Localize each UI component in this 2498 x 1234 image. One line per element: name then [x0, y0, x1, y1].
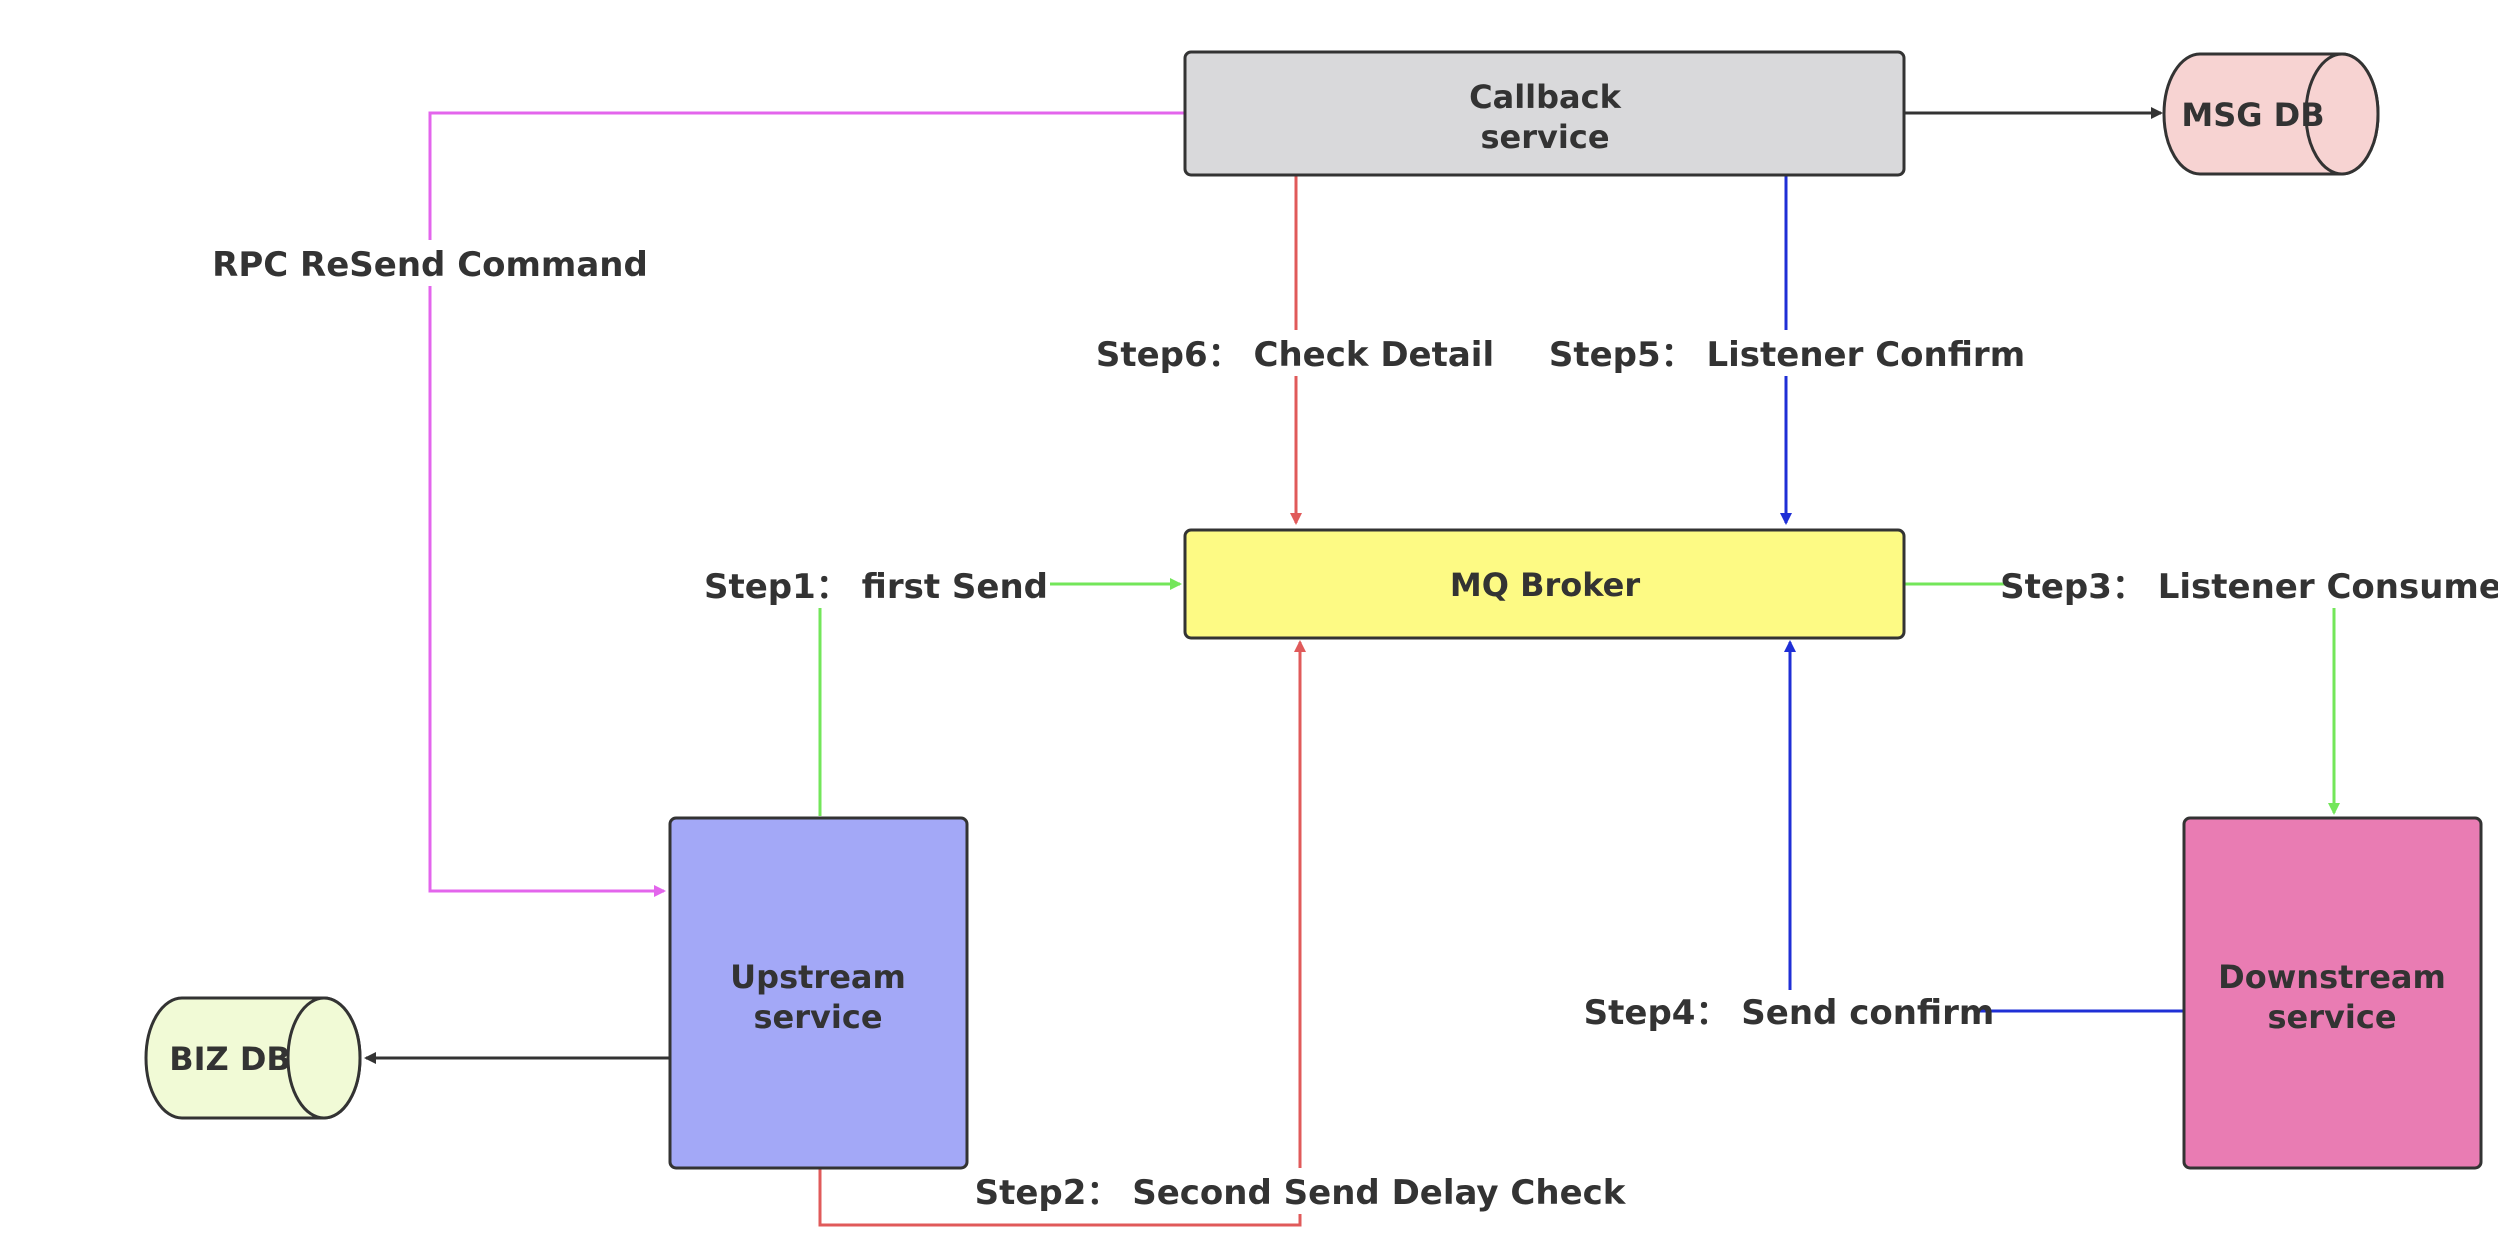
- step1-label-group: Step1： first Send: [700, 562, 1050, 608]
- upstream-service-label-line1: Upstream: [730, 958, 906, 996]
- step2-label: Step2： Second Send Delay Check: [975, 1173, 1627, 1213]
- upstream-service-node[interactable]: Upstream service: [668, 816, 969, 1170]
- msg-db-node[interactable]: MSG DB: [2162, 52, 2380, 176]
- step3-edge: [1904, 582, 2340, 815]
- step4-label-group: Step4： Send confirm: [1584, 990, 1995, 1036]
- msg-db-label: MSG DB: [2181, 96, 2324, 134]
- step3-label-group: Step3： Listener Consume: [2000, 562, 2498, 608]
- upstream-service-label-line2: service: [753, 998, 882, 1036]
- step2-edge: [818, 640, 1306, 1227]
- step1-label: Step1： first Send: [704, 567, 1048, 607]
- callback-service-label-line1: Callback: [1469, 78, 1621, 116]
- downstream-service-node[interactable]: Downstream service: [2182, 816, 2483, 1170]
- downstream-service-label-line2: service: [2267, 998, 2396, 1036]
- rpc-resend-label: RPC ReSend Command: [212, 245, 648, 285]
- step4-edge: [1784, 640, 2184, 1013]
- biz-db-label: BIZ DB: [169, 1040, 291, 1078]
- callback-service-label-line2: service: [1480, 118, 1609, 156]
- step2-label-group: Step2： Second Send Delay Check: [975, 1168, 1627, 1214]
- rpc-resend-label-group: RPC ReSend Command: [212, 240, 648, 286]
- step4-label: Step4： Send confirm: [1584, 993, 1995, 1033]
- callback-service-node[interactable]: Callback service: [1183, 50, 1906, 177]
- mq-broker-label: MQ Broker: [1450, 566, 1640, 604]
- mq-broker-node[interactable]: MQ Broker: [1183, 528, 1906, 640]
- rpc-resend-edge: [428, 111, 1185, 897]
- step3-label: Step3： Listener Consume: [2000, 567, 2498, 607]
- step5-label: Step5： Listener Confirm: [1549, 335, 2025, 375]
- step5-label-group: Step5： Listener Confirm: [1545, 330, 2030, 376]
- step6-label: Step6： Check Detail: [1096, 335, 1494, 375]
- downstream-service-label-line1: Downstream: [2218, 958, 2446, 996]
- step6-label-group: Step6： Check Detail: [1096, 330, 1494, 376]
- biz-db-node[interactable]: BIZ DB: [144, 996, 362, 1120]
- step1-edge: [818, 578, 1182, 816]
